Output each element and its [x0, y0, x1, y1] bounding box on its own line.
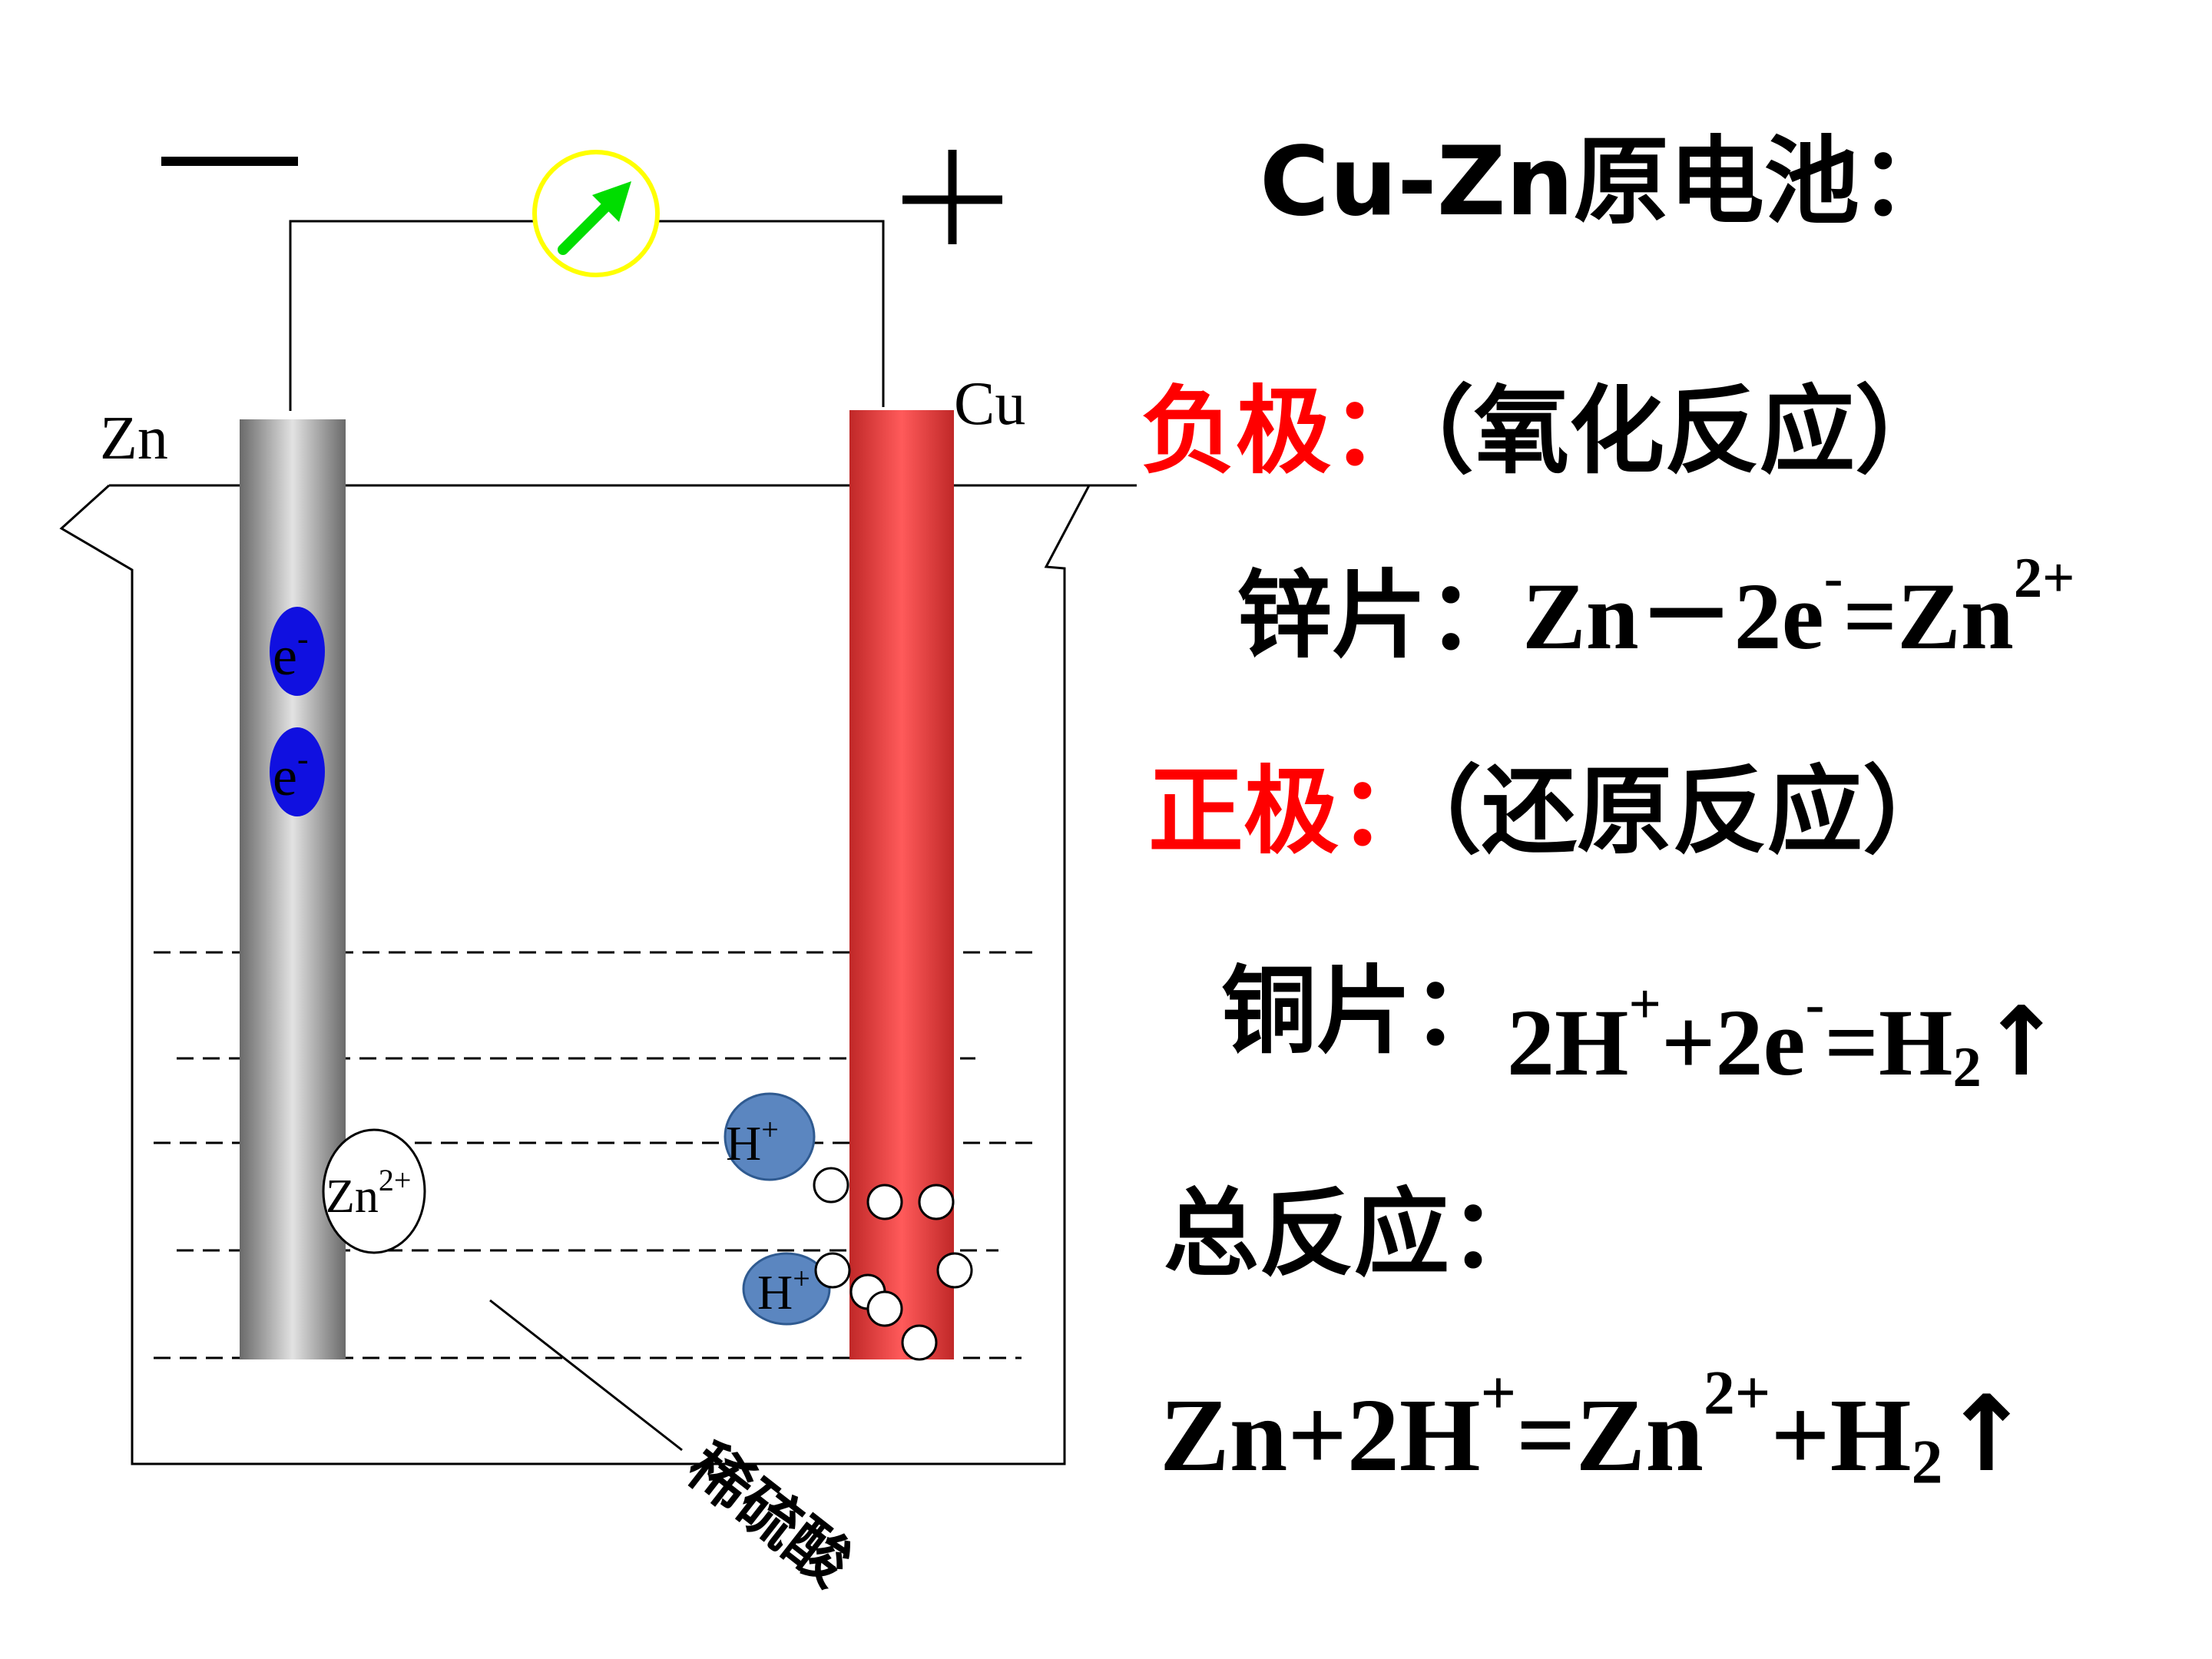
- total-reaction-equation: Zn+2H+=Zn2++H2↑: [1160, 1357, 2031, 1497]
- zinc-ion: Zn2+: [322, 1128, 426, 1254]
- svg-text:H+: H+: [757, 1261, 810, 1320]
- beaker: [59, 484, 1137, 1465]
- positive-sign: [902, 150, 1002, 244]
- svg-text:e-: e-: [273, 620, 309, 687]
- hydrogen-ion: H+: [742, 1252, 831, 1326]
- bubble: [936, 1252, 973, 1289]
- bubble: [918, 1184, 955, 1220]
- negative-electrode-line: 负极：（氧化反应）: [1141, 384, 1950, 479]
- zinc-reaction-line: 锌片：Zn－2e-=Zn2+: [1237, 550, 2075, 664]
- positive-electrode-line: 正极：（还原反应）: [1148, 764, 1958, 859]
- hydrogen-bubbles: [813, 1167, 973, 1361]
- galvanometer-icon: [532, 150, 660, 277]
- acid-label: 稀硫酸: [674, 1430, 864, 1601]
- negative-note: （氧化反应）: [1426, 376, 1951, 487]
- bubble: [814, 1252, 851, 1289]
- electron: e-: [270, 607, 325, 696]
- electron: e-: [270, 727, 325, 816]
- zinc-equation: Zn－2e-=Zn2+: [1522, 547, 2075, 669]
- page-title: Cu-Zn原电池：: [1260, 134, 1955, 230]
- total-reaction-heading: 总反应：: [1164, 1187, 1545, 1282]
- negative-label: 负极：: [1141, 376, 1427, 487]
- positive-note: （还原反应）: [1434, 757, 1959, 867]
- copper-equation: 2H++2e-=H2↑: [1507, 973, 2061, 1099]
- zinc-plate-label: 锌片：: [1237, 561, 1523, 671]
- svg-text:e-: e-: [273, 740, 309, 807]
- positive-label: 正极：: [1148, 757, 1435, 867]
- total-label: 总反应：: [1164, 1179, 1545, 1290]
- copper-plate-label: 铜片：: [1221, 956, 1508, 1067]
- bubble: [866, 1290, 903, 1327]
- svg-text:H+: H+: [726, 1112, 779, 1171]
- bubble: [901, 1324, 938, 1361]
- bubble: [866, 1184, 903, 1220]
- title-text: Cu-Zn原电池：: [1260, 127, 1955, 237]
- acid-pointer: [489, 1299, 683, 1452]
- zinc-label: Zn: [100, 405, 168, 472]
- copper-reaction-line: 铜片：2H++2e-=H2↑: [1221, 964, 2061, 1096]
- bubble: [813, 1167, 849, 1204]
- svg-text:Zn2+: Zn2+: [326, 1163, 411, 1223]
- hydrogen-ion: H+: [724, 1092, 816, 1181]
- copper-label: Cu: [954, 370, 1025, 438]
